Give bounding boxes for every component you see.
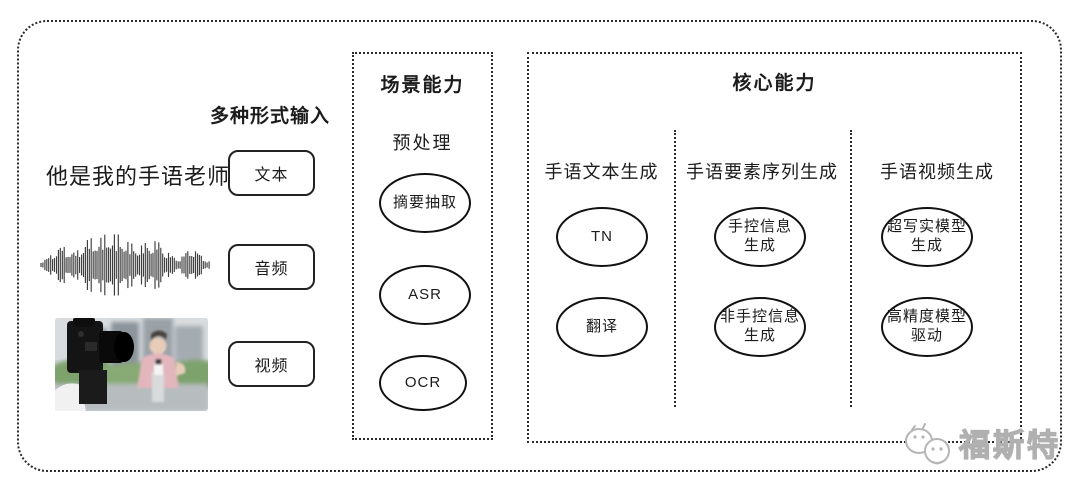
node-translation: 翻译 [556, 297, 648, 357]
column-divider [850, 130, 852, 407]
node-summary-extraction: 摘要抽取 [379, 173, 471, 233]
node-ocr: OCR [379, 355, 467, 411]
column-header-video-generation: 手语视频生成 [880, 162, 994, 182]
audio-waveform-icon [40, 234, 210, 296]
column-divider [674, 130, 676, 407]
input-type-box-video: 视频 [228, 341, 315, 387]
scene-panel-title: 场景能力 [380, 75, 465, 96]
node-non-manual-info-generation: 非手控信息 生成 [714, 297, 806, 357]
camera-reporter-illustration [55, 318, 208, 411]
outer-dotted-frame [17, 20, 1062, 472]
input-type-label: 文本 [254, 167, 289, 184]
input-type-label: 视频 [254, 358, 289, 375]
news-video-thumbnail [55, 318, 208, 411]
scene-capability-panel: 场景能力 预处理 摘要抽取 ASR OCR [352, 52, 493, 440]
input-section-title: 多种形式输入 [210, 106, 331, 127]
watermark-logo-icon [905, 423, 950, 465]
watermark: 福斯特 [903, 422, 1061, 468]
input-type-label: 音频 [254, 261, 289, 278]
input-type-box-text: 文本 [228, 150, 315, 196]
column-header-element-sequence-generation: 手语要素序列生成 [686, 162, 838, 182]
column-header-text-generation: 手语文本生成 [544, 162, 659, 182]
sample-sentence-text: 他是我的手语老师 [46, 164, 231, 189]
watermark-text: 福斯特 [958, 427, 1061, 463]
preprocess-label: 预处理 [392, 133, 453, 153]
node-high-precision-model-driving: 高精度模型 驱动 [881, 297, 973, 357]
node-manual-info-generation: 手控信息 生成 [714, 207, 806, 267]
node-hyperrealistic-model-generation: 超写实模型 生成 [881, 207, 973, 267]
input-type-box-audio: 音频 [228, 244, 315, 290]
node-tn: TN [556, 207, 648, 267]
core-panel-title: 核心能力 [732, 73, 817, 94]
node-asr: ASR [379, 265, 471, 325]
core-capability-panel: 核心能力 手语文本生成 手语要素序列生成 手语视频生成 TN 翻译 手控信息 生… [527, 52, 1022, 443]
